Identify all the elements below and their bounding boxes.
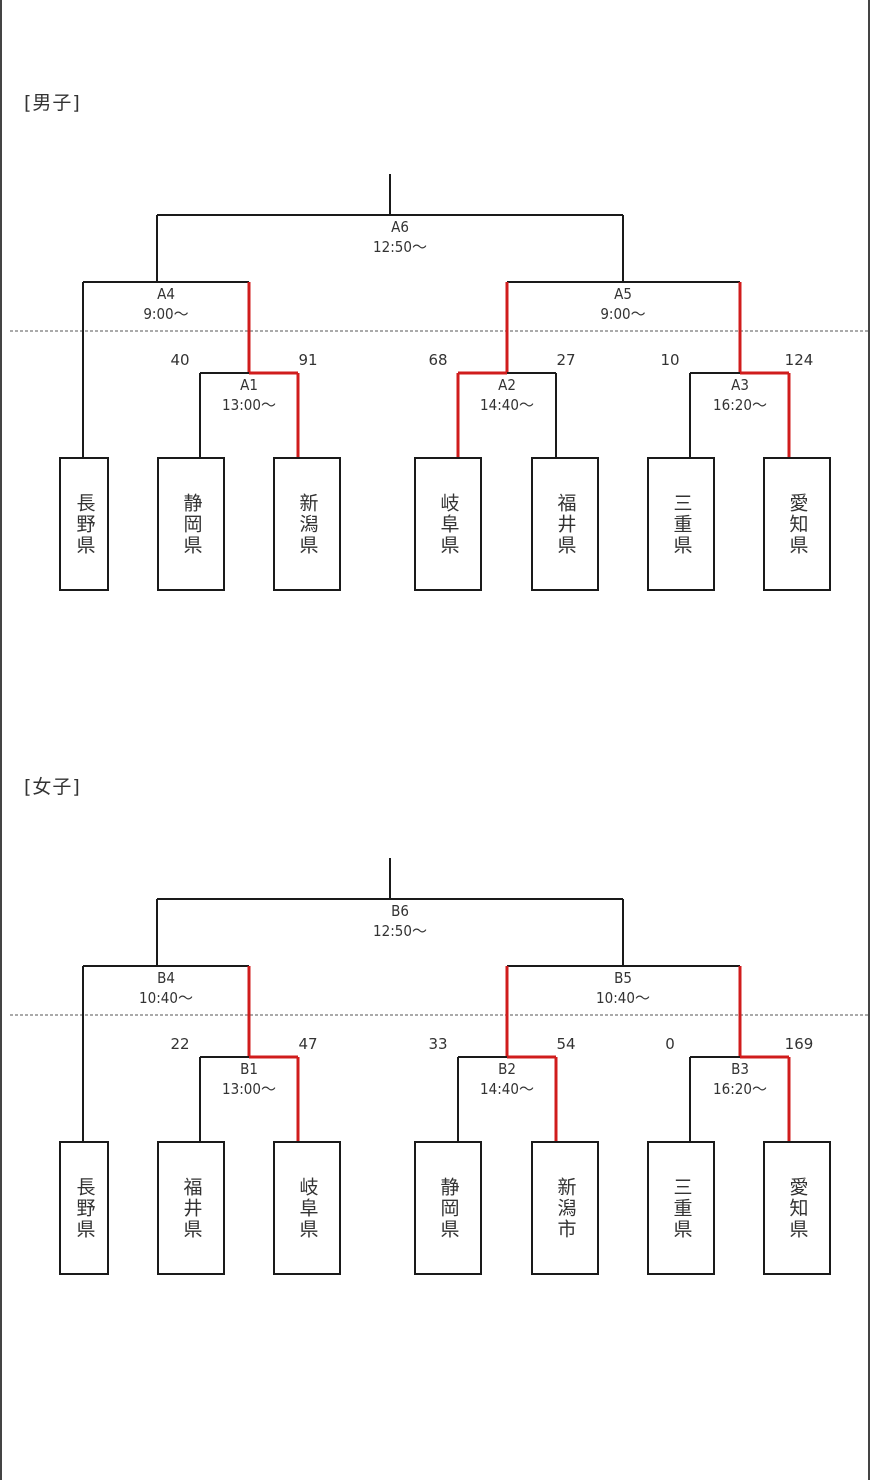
match-time: 10:40〜 [596, 989, 650, 1007]
score-left: 22 [170, 1035, 190, 1053]
match-time: 9:00〜 [600, 305, 646, 323]
team-box: 新潟県 [273, 457, 341, 591]
first-round-match-label: A2 14:40〜 [480, 375, 534, 415]
score-left: 40 [170, 351, 190, 369]
section-title: [男子] [24, 92, 81, 114]
team-box: 愛知県 [763, 457, 831, 591]
final-match-label: A6 12:50〜 [373, 217, 427, 257]
team-name: 静岡県 [437, 1176, 460, 1240]
match-time: 16:20〜 [713, 396, 767, 414]
score-left: 33 [428, 1035, 448, 1053]
match-code: B2 [498, 1060, 516, 1078]
match-time: 9:00〜 [143, 305, 189, 323]
team-name: 三重県 [670, 1176, 693, 1240]
team-box: 三重県 [647, 1141, 715, 1275]
score-right: 169 [784, 1035, 814, 1053]
section-title: [女子] [24, 776, 81, 798]
team-box: 三重県 [647, 457, 715, 591]
score-right: 91 [298, 351, 318, 369]
score-left: 0 [665, 1035, 675, 1053]
team-box: 新潟市 [531, 1141, 599, 1275]
match-code: A2 [498, 376, 516, 394]
score-right: 27 [556, 351, 576, 369]
final-match-label: B6 12:50〜 [373, 901, 427, 941]
team-box: 岐阜県 [414, 457, 482, 591]
first-round-match-label: B1 13:00〜 [222, 1059, 276, 1099]
team-box: 長野県 [59, 457, 109, 591]
match-code: A3 [731, 376, 749, 394]
team-box: 福井県 [157, 1141, 225, 1275]
score-right: 124 [784, 351, 814, 369]
womens-bracket: [女子] B6 12:50〜 B4 10:40〜 B5 10:40〜 B1 13… [0, 684, 870, 1368]
match-code: B6 [391, 902, 409, 920]
score-right: 54 [556, 1035, 576, 1053]
match-code: B1 [240, 1060, 258, 1078]
first-round-match-label: B2 14:40〜 [480, 1059, 534, 1099]
team-name: 愛知県 [786, 1176, 809, 1240]
team-name: 長野県 [73, 492, 96, 556]
team-name: 三重県 [670, 492, 693, 556]
match-time: 14:40〜 [480, 396, 534, 414]
score-right: 47 [298, 1035, 318, 1053]
team-name: 福井県 [180, 1176, 203, 1240]
bracket-lines [10, 858, 870, 1141]
match-code: A5 [614, 285, 632, 303]
mens-bracket: [男子] A6 12:50〜 A4 9:00〜 A5 9:00〜 A1 13:0… [0, 0, 870, 684]
semi-match-label: A5 9:00〜 [600, 284, 645, 324]
team-box: 静岡県 [414, 1141, 482, 1275]
semi-match-label: B5 10:40〜 [596, 968, 650, 1008]
match-code: A6 [391, 218, 409, 236]
match-time: 10:40〜 [139, 989, 193, 1007]
team-name: 静岡県 [180, 492, 203, 556]
first-round-match-label: A3 16:20〜 [713, 375, 767, 415]
match-time: 13:00〜 [222, 396, 276, 414]
bracket-lines [10, 174, 870, 457]
team-name: 愛知県 [786, 492, 809, 556]
first-round-match-label: B3 16:20〜 [713, 1059, 767, 1099]
team-name: 福井県 [554, 492, 577, 556]
team-name: 岐阜県 [437, 492, 460, 556]
match-code: B3 [731, 1060, 749, 1078]
first-round-match-label: A1 13:00〜 [222, 375, 276, 415]
team-name: 長野県 [73, 1176, 96, 1240]
match-time: 12:50〜 [373, 238, 427, 256]
semi-match-label: A4 9:00〜 [143, 284, 188, 324]
match-code: B5 [614, 969, 632, 987]
match-code: B4 [157, 969, 175, 987]
semi-match-label: B4 10:40〜 [139, 968, 193, 1008]
team-box: 静岡県 [157, 457, 225, 591]
match-time: 12:50〜 [373, 922, 427, 940]
team-box: 長野県 [59, 1141, 109, 1275]
match-time: 14:40〜 [480, 1080, 534, 1098]
score-left: 68 [428, 351, 448, 369]
score-left: 10 [660, 351, 680, 369]
team-name: 新潟県 [296, 492, 319, 556]
match-time: 16:20〜 [713, 1080, 767, 1098]
team-box: 愛知県 [763, 1141, 831, 1275]
match-code: A4 [157, 285, 175, 303]
match-time: 13:00〜 [222, 1080, 276, 1098]
team-box: 岐阜県 [273, 1141, 341, 1275]
team-box: 福井県 [531, 457, 599, 591]
team-name: 岐阜県 [296, 1176, 319, 1240]
team-name: 新潟市 [554, 1176, 577, 1240]
match-code: A1 [240, 376, 258, 394]
